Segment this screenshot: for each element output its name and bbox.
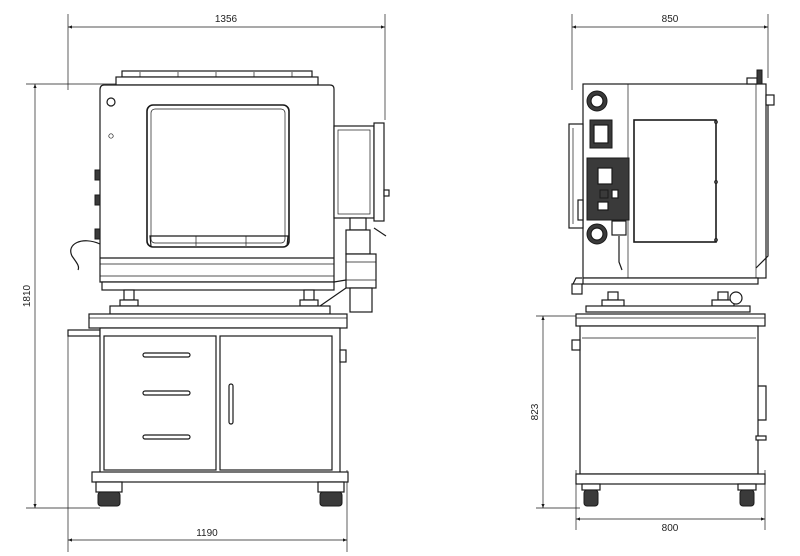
dim-label-800: 800	[662, 523, 679, 534]
dimension-labels: 1356 1190 1810 850 800 823	[22, 14, 679, 539]
dim-label-1190: 1190	[196, 528, 218, 539]
dim-label-1356: 1356	[215, 14, 238, 25]
dim-label-850: 850	[662, 14, 679, 25]
dim-label-1810: 1810	[22, 284, 33, 307]
dim-label-823: 823	[530, 403, 541, 420]
front-caster-left	[95, 481, 123, 507]
side-caster-left	[581, 483, 601, 507]
dimension-lines	[26, 14, 769, 552]
side-caster-right	[737, 483, 757, 507]
front-caster-right	[317, 481, 345, 507]
front-view	[67, 70, 390, 507]
side-view	[568, 69, 775, 507]
